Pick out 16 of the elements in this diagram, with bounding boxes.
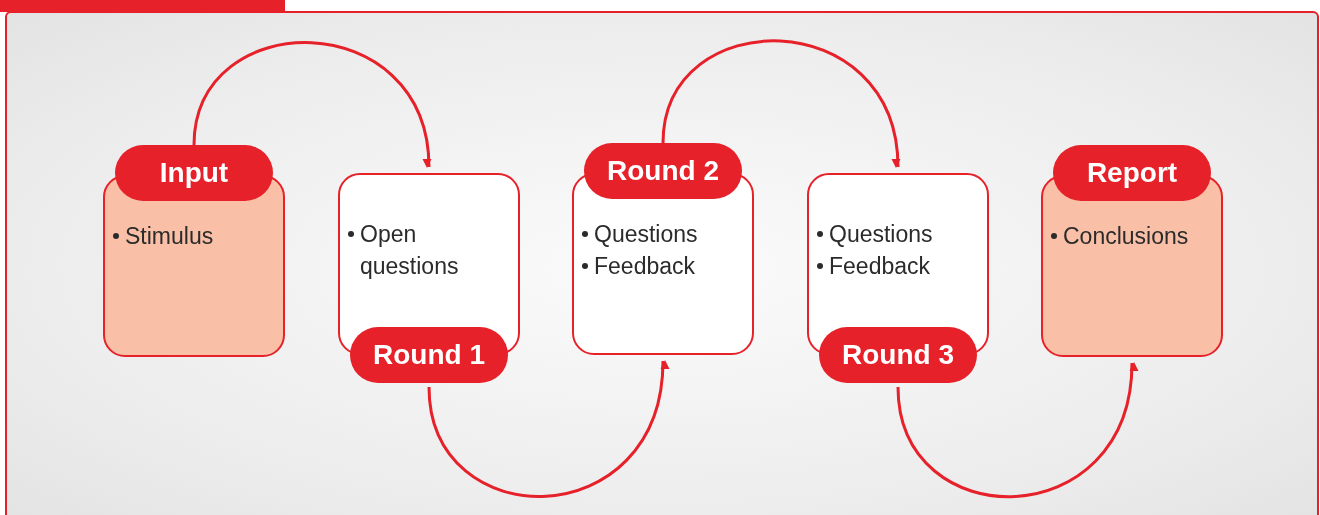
bullet-text: Feedback (829, 252, 931, 281)
bullet-text: Questions (829, 220, 934, 249)
bullet-text: Stimulus (125, 222, 215, 251)
curved-arrow (896, 362, 1138, 498)
heading-label: Round 2 (584, 143, 742, 199)
heading-label: Round 3 (819, 327, 977, 383)
heading-label: Report (1053, 145, 1211, 201)
heading-label: Round 1 (350, 327, 508, 383)
heading-label: Input (115, 145, 273, 201)
curved-arrow (427, 360, 669, 498)
curved-arrow (192, 41, 431, 169)
bullet-text: Open questions (360, 220, 460, 281)
bullet-text: Conclusions (1063, 222, 1190, 251)
bullet-text: Questions (594, 220, 699, 249)
curved-arrow (661, 39, 900, 169)
bullet-text: Feedback (594, 252, 696, 281)
